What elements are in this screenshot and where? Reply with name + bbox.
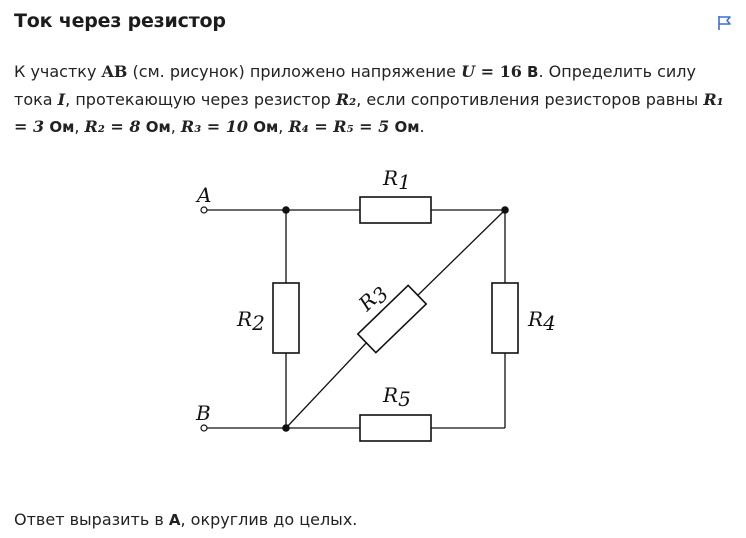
junction-top-right xyxy=(501,206,509,214)
label-r5: R5 xyxy=(382,383,411,411)
circuit-diagram: A B R1 R5 R2 R4 R3 xyxy=(195,166,556,442)
label-a: A xyxy=(195,183,211,207)
junction-top-left xyxy=(282,206,290,214)
resistor-r2 xyxy=(272,282,300,354)
label-r1: R1 xyxy=(382,166,411,194)
label-r2: R2 xyxy=(236,307,265,335)
resistor-r1 xyxy=(359,196,432,224)
wire-diagonal-lower xyxy=(285,339,370,429)
flag-icon[interactable] xyxy=(716,14,734,32)
terminal-a xyxy=(200,206,208,214)
page-title: Ток через резистор xyxy=(14,10,226,32)
resistor-r4 xyxy=(491,282,519,354)
label-r4: R4 xyxy=(527,307,556,335)
resistor-r3 xyxy=(356,284,428,354)
label-b: B xyxy=(195,401,211,425)
answer-instruction: Ответ выразить в А, округлив до целых. xyxy=(14,510,358,529)
resistor-r5 xyxy=(359,414,432,442)
wire-diagonal-upper xyxy=(414,209,506,299)
problem-statement: К участку AB (см. рисунок) приложено нап… xyxy=(14,62,724,136)
junction-bottom-left xyxy=(282,424,290,432)
terminal-b xyxy=(200,424,208,432)
